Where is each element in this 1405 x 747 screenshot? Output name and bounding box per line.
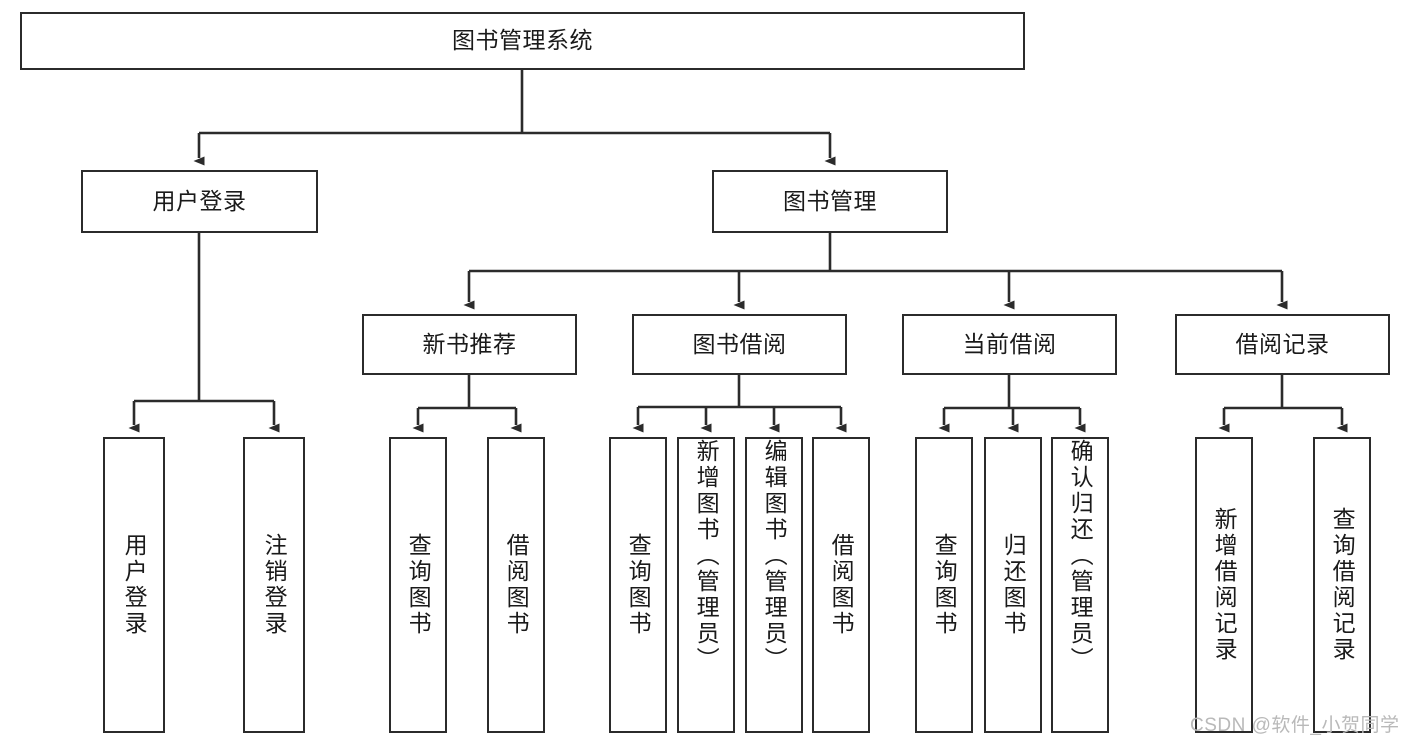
leaf-logout-login-label: 注销登录 [261,533,288,637]
node-book-management-label: 图书管理 [783,187,877,214]
node-book-borrow-label: 图书借阅 [692,330,787,357]
leaf-logout-login[interactable]: 注销登录 [243,437,305,733]
leaf-user-login-label: 用户登录 [121,533,148,637]
watermark: CSDN @软件_小贺同学 [1190,715,1400,736]
node-new-book-recommend[interactable]: 新书推荐 [362,314,577,375]
leaf-edit-book-label: 编辑图书（管理员） [761,439,788,673]
node-borrow-record-label: 借阅记录 [1235,330,1330,357]
node-user-login[interactable]: 用户登录 [81,170,318,233]
leaf-query-book-1[interactable]: 查询图书 [389,437,447,733]
leaf-confirm-return[interactable]: 确认归还（管理员） [1051,437,1109,733]
leaf-add-book-label: 新增图书（管理员） [693,439,720,673]
node-user-login-label: 用户登录 [152,187,247,214]
leaf-query-record-label: 查询借阅记录 [1329,507,1356,663]
leaf-query-book-2-label: 查询图书 [625,533,652,637]
leaf-query-book-3-label: 查询图书 [931,533,958,637]
node-current-borrow-label: 当前借阅 [962,330,1057,357]
leaf-borrow-book-1[interactable]: 借阅图书 [487,437,545,733]
leaf-return-book[interactable]: 归还图书 [984,437,1042,733]
node-book-management[interactable]: 图书管理 [712,170,948,233]
leaf-user-login[interactable]: 用户登录 [103,437,165,733]
leaf-query-record[interactable]: 查询借阅记录 [1313,437,1371,733]
leaf-borrow-book-1-label: 借阅图书 [503,533,530,637]
node-root-label: 图书管理系统 [452,27,593,54]
node-current-borrow[interactable]: 当前借阅 [902,314,1117,375]
node-root[interactable]: 图书管理系统 [20,12,1025,70]
leaf-add-record-label: 新增借阅记录 [1211,507,1238,663]
leaf-query-book-3[interactable]: 查询图书 [915,437,973,733]
leaf-borrow-book-2[interactable]: 借阅图书 [812,437,870,733]
leaf-return-book-label: 归还图书 [1000,533,1027,637]
leaf-query-book-1-label: 查询图书 [405,533,432,637]
node-book-borrow[interactable]: 图书借阅 [632,314,847,375]
leaf-add-book[interactable]: 新增图书（管理员） [677,437,735,733]
node-borrow-record[interactable]: 借阅记录 [1175,314,1390,375]
leaf-borrow-book-2-label: 借阅图书 [828,533,855,637]
leaf-add-record[interactable]: 新增借阅记录 [1195,437,1253,733]
leaf-confirm-return-label: 确认归还（管理员） [1067,439,1094,673]
leaf-query-book-2[interactable]: 查询图书 [609,437,667,733]
leaf-edit-book[interactable]: 编辑图书（管理员） [745,437,803,733]
node-new-book-recommend-label: 新书推荐 [422,330,517,357]
